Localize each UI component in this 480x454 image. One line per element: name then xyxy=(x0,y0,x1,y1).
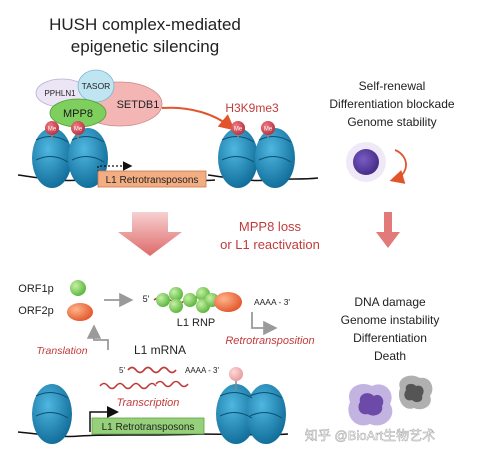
pphln1-label: PPHLN1 xyxy=(44,89,76,98)
mpp8-label: MPP8 xyxy=(63,108,93,120)
methyl-mark xyxy=(231,121,245,135)
rnp-polya: AAAA - 3' xyxy=(254,297,290,307)
retrotransposition-label: Retrotransposition xyxy=(225,335,314,347)
translation-arrow xyxy=(86,324,109,350)
nascent-rna xyxy=(99,382,157,390)
rnp-label: L1 RNP xyxy=(177,317,216,329)
methyl-mark xyxy=(45,121,59,135)
l1-box-top xyxy=(97,170,207,188)
tasor-label: TASOR xyxy=(82,81,111,91)
mrna-strand xyxy=(127,366,177,374)
me-label: Me xyxy=(48,127,57,133)
orf1p-protein xyxy=(169,299,183,313)
orf1p-label: ORF1p xyxy=(18,283,53,295)
down-arrow-right xyxy=(376,212,400,248)
l1-box-bottom xyxy=(91,417,205,435)
active-chromatin xyxy=(17,378,289,444)
orf2p-label: ORF2p xyxy=(18,305,53,317)
mrna-label: L1 mRNA xyxy=(134,343,186,357)
transcription-label: Transcription xyxy=(117,397,180,409)
stem-cell xyxy=(353,149,379,175)
silenced-promoter-arrow xyxy=(97,161,133,172)
outcome-top-1: Self-renewal xyxy=(359,79,426,93)
mrna-polya: AAAA - 3' xyxy=(185,366,219,375)
nucleosome xyxy=(246,384,286,444)
nucleosome xyxy=(32,384,72,444)
orf1p-protein xyxy=(70,280,86,296)
nucleosome xyxy=(216,384,256,444)
methylation-arrow xyxy=(161,106,236,131)
outcome-top-3: Genome stability xyxy=(347,115,436,129)
l1-rnp: 5' AAAA - 3' L1 RNP xyxy=(143,287,290,329)
active-promoter-arrow xyxy=(89,406,119,432)
cell-nucleus xyxy=(358,393,384,416)
orf2p-protein xyxy=(214,292,242,312)
h3k9me3-label: H3K9me3 xyxy=(225,101,279,115)
outcome-bottom-1: DNA damage xyxy=(354,295,426,309)
nascent-rna xyxy=(155,380,189,388)
outcome-bottom-4: Death xyxy=(374,349,406,363)
nucleosome xyxy=(255,128,295,188)
me-label: Me xyxy=(234,127,243,133)
me-label: Me xyxy=(264,127,273,133)
trigger-line-2: or L1 reactivation xyxy=(220,237,320,252)
title-line-2: epigenetic silencing xyxy=(71,37,219,56)
mrna-5prime: 5' xyxy=(119,366,125,375)
methyl-mark xyxy=(261,121,275,135)
l1-box-bottom-label: L1 Retrotransposons xyxy=(102,422,195,433)
rnp-5prime: 5' xyxy=(143,294,150,304)
outcome-bottom-2: Genome instability xyxy=(341,313,440,327)
orf2p-protein xyxy=(67,303,93,321)
dying-cell-nucleus xyxy=(404,383,424,403)
outcome-top-2: Differentiation blockade xyxy=(329,97,455,111)
l1-box-top-label: L1 Retrotransposons xyxy=(106,175,199,186)
h3k9me3-chromatin xyxy=(207,128,319,188)
trigger-line-1: MPP8 loss xyxy=(239,219,302,234)
translation-label: Translation xyxy=(36,345,87,357)
methyl-mark xyxy=(71,121,85,135)
big-down-arrow-left xyxy=(118,212,182,256)
nucleosome xyxy=(32,128,72,188)
nucleosome xyxy=(218,128,258,188)
me-label: Me xyxy=(74,127,83,133)
unmethylated-mark xyxy=(229,367,243,381)
self-renewal-arrow xyxy=(389,149,407,184)
retrotransposition-arrow xyxy=(251,312,278,336)
orf1p-protein xyxy=(183,293,197,307)
orf1p-protein xyxy=(169,287,183,301)
outcome-bottom-3: Differentiation xyxy=(353,331,427,345)
orf1p-protein xyxy=(156,293,170,307)
watermark: 知乎 @BioArt生物艺术 xyxy=(305,428,435,443)
title-line-1: HUSH complex-mediated xyxy=(49,15,241,34)
setdb1-label: SETDB1 xyxy=(117,99,160,111)
